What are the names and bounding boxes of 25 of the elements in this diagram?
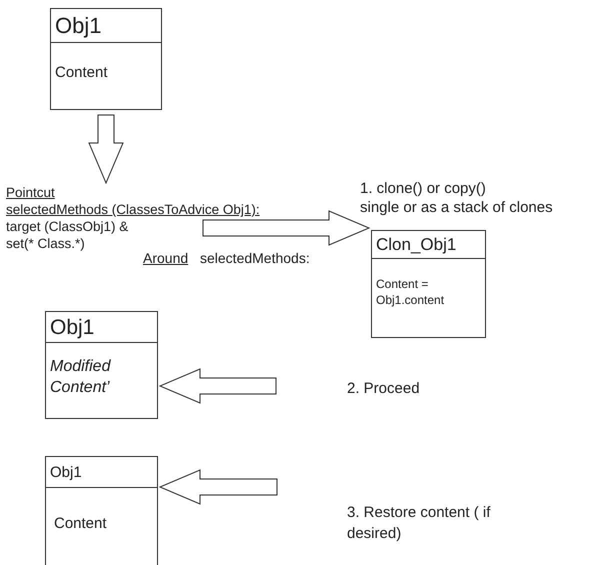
step-note: 1. clone() or copy() bbox=[360, 180, 486, 198]
block-arrow bbox=[158, 469, 278, 505]
class-name: Obj1 bbox=[51, 9, 161, 43]
class-box bbox=[50, 8, 162, 110]
pointcut-text: selectedMethods (ClassesToAdvice Obj1): bbox=[6, 201, 260, 218]
class-name: Clon_Obj1 bbox=[372, 231, 485, 259]
pointcut-heading: Pointcut bbox=[6, 184, 56, 201]
block-arrow bbox=[202, 210, 370, 246]
class-content: Content bbox=[53, 514, 108, 534]
step-note: single or as a stack of clones bbox=[360, 199, 553, 217]
advice-keyword: Around bbox=[143, 249, 188, 268]
class-content: Content bbox=[54, 63, 109, 82]
class-content: Modified Content’ bbox=[49, 357, 112, 398]
class-content: Content = Obj1.content bbox=[375, 277, 446, 308]
block-arrow bbox=[158, 368, 276, 404]
step-note: 3. Restore content ( if desired) bbox=[347, 503, 492, 544]
class-box bbox=[371, 230, 486, 338]
pointcut-text: target (ClassObj1) & set(* Class.*) bbox=[6, 218, 130, 252]
class-box bbox=[45, 456, 158, 565]
advice-text: selectedMethods: bbox=[200, 249, 310, 268]
block-arrow bbox=[88, 114, 124, 184]
class-name: Obj1 bbox=[46, 312, 157, 343]
step-note: 2. Proceed bbox=[347, 379, 420, 399]
class-box bbox=[45, 311, 158, 419]
class-name: Obj1 bbox=[46, 457, 157, 488]
